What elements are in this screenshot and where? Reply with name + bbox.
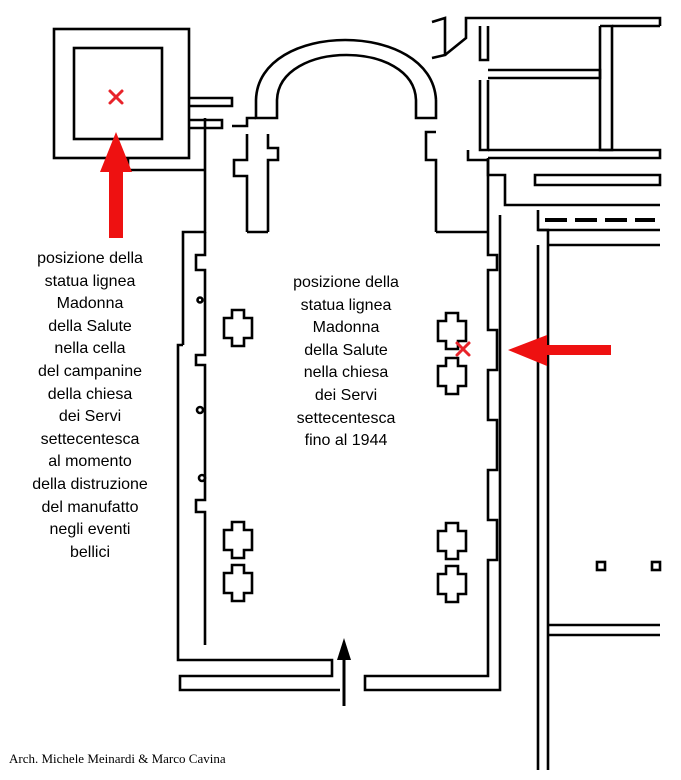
note-line: al momento: [48, 453, 132, 471]
bell-tower-note: posizione della statua lignea Madonna de…: [10, 248, 170, 564]
note-line: della Salute: [304, 341, 388, 359]
nave-walls: [176, 215, 502, 692]
arrow-icon: [508, 335, 611, 366]
author-credit: Arch. Michele Meinardi & Marco Cavina: [9, 751, 226, 766]
note-line: bellici: [69, 543, 110, 561]
x-mark-icon: [108, 89, 124, 105]
note-line: settecentesca: [296, 409, 396, 427]
x-mark-icon: [455, 341, 471, 357]
note-line: posizione della: [37, 250, 143, 267]
note-line: Madonna: [312, 319, 380, 337]
note-line: posizione della: [293, 274, 399, 291]
note-line: nella chiesa: [303, 364, 389, 382]
nave-piers: [195, 296, 468, 604]
arrow-icon: [100, 132, 132, 238]
east-building-walls: [536, 210, 662, 770]
note-line: del campanine: [37, 362, 143, 380]
note-line: nella cella: [54, 340, 126, 358]
sacristy-walls: [431, 16, 662, 207]
apse-walls: [232, 38, 438, 128]
note-line: della distruzione: [32, 475, 148, 493]
note-line: fino al 1944: [304, 432, 388, 450]
entrance-arrow-icon: [337, 638, 351, 706]
note-line: della chiesa: [47, 385, 133, 403]
presbytery-walls: [181, 118, 490, 345]
note-line: statua lignea: [300, 296, 392, 314]
note-line: statua lignea: [44, 272, 136, 290]
note-line: della Salute: [48, 317, 132, 335]
note-line: negli eventi: [49, 521, 131, 539]
note-line: settecentesca: [40, 430, 140, 448]
note-line: del manufatto: [41, 498, 139, 516]
note-line: Madonna: [56, 295, 124, 313]
note-line: dei Servi: [58, 408, 122, 426]
church-note: posizione della statua lignea Madonna de…: [266, 272, 426, 453]
note-line: dei Servi: [314, 386, 378, 404]
